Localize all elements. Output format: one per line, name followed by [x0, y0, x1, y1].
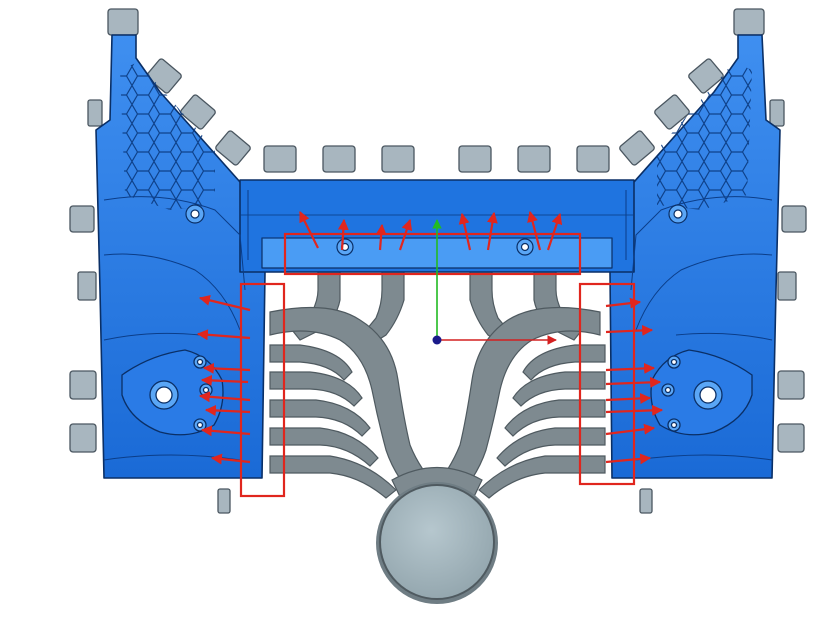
overflow-tab: [654, 94, 690, 130]
flow-arrow: [398, 218, 413, 251]
flow-arrow: [202, 362, 251, 374]
right-finger-1: [522, 344, 606, 381]
axis-origin: [432, 335, 442, 345]
flow-arrow: [486, 211, 498, 251]
right-finger-4: [496, 427, 606, 467]
overflow-tab: [381, 145, 415, 173]
flow-arrow: [527, 210, 542, 251]
sprue-biscuit: [376, 482, 498, 604]
overflow-tab: [576, 145, 610, 173]
flow-arrow: [200, 425, 251, 437]
overflow-tab: [180, 94, 216, 130]
flow-arrow: [198, 391, 251, 403]
overflow-tab: [733, 8, 765, 36]
right-finger-2: [512, 371, 606, 407]
flow-arrow: [605, 423, 656, 436]
left-finger-3: [269, 399, 371, 437]
overflow-tab: [107, 8, 139, 36]
overflow-tab: [215, 130, 251, 166]
overflow-tab: [87, 99, 103, 127]
overflow-tab: [263, 145, 297, 173]
overflow-tab: [769, 99, 785, 127]
xyz-axis-triad-icon: [432, 219, 557, 345]
top-gate-highlight-box: [283, 232, 582, 276]
casting-details: [103, 190, 773, 461]
overflow-tab: [69, 423, 97, 453]
flow-arrow: [337, 218, 349, 251]
right-finger-5: [478, 455, 606, 499]
flow-arrow: [605, 362, 656, 374]
flow-arrow: [605, 376, 662, 388]
overflow-tab: [77, 271, 97, 301]
overflow-tab: [69, 205, 95, 233]
flow-arrow: [605, 297, 642, 309]
flow-arrow: [605, 404, 664, 416]
flow-arrow: [200, 374, 249, 386]
overflow-tab: [69, 370, 97, 400]
overflow-tab: [777, 271, 797, 301]
flow-arrows: [196, 210, 664, 465]
right-hub: [650, 349, 753, 436]
overflow-tab: [619, 130, 655, 166]
overflow-tab: [517, 145, 551, 173]
flow-arrow: [375, 223, 387, 251]
flow-arrow: [198, 294, 251, 312]
flow-arrow: [210, 453, 251, 465]
overflow-tab: [322, 145, 356, 173]
left-finger-1: [269, 344, 353, 381]
overflow-tab: [777, 370, 805, 400]
flow-arrow: [605, 453, 652, 465]
flow-arrow: [546, 212, 563, 251]
overflow-tab: [217, 488, 231, 514]
flow-arrow: [605, 392, 652, 404]
flow-arrow: [605, 324, 654, 336]
left-finger-4: [269, 427, 379, 467]
left-finger-5: [269, 455, 397, 499]
hex-texture: [120, 62, 752, 210]
overflow-tab: [781, 205, 807, 233]
flow-arrow: [299, 211, 319, 249]
flow-arrow: [204, 404, 251, 416]
flow-arrow: [458, 212, 472, 251]
overflow-tab: [639, 488, 653, 514]
flow-arrow: [196, 329, 251, 341]
left-gate-highlight-box: [239, 282, 286, 498]
left-finger-2: [269, 371, 363, 407]
mounting-bosses: [185, 204, 688, 256]
overflow-tab: [458, 145, 492, 173]
overflow-tab: [777, 423, 805, 453]
